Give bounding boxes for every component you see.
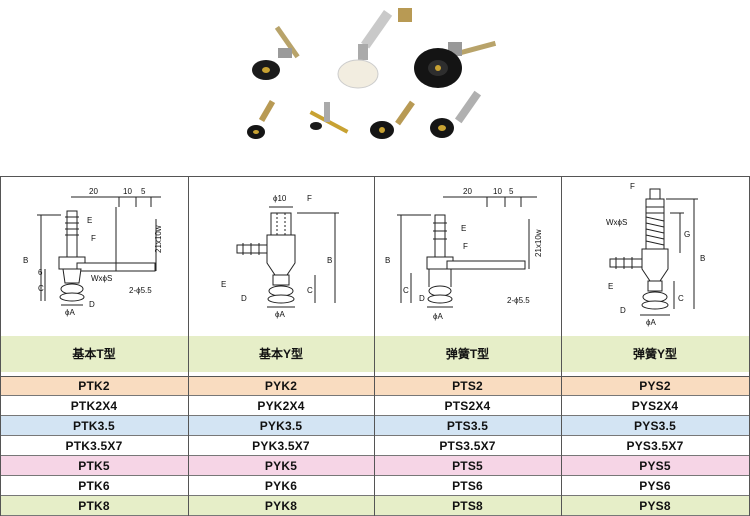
vacuum-pad-black-small xyxy=(252,25,300,80)
svg-text:G: G xyxy=(684,230,690,239)
svg-text:WxϕS: WxϕS xyxy=(91,274,112,283)
table-cell: PYK5 xyxy=(264,459,298,473)
header-basic-y: 基本Y型 xyxy=(258,347,303,361)
table-cell: PTK2X4 xyxy=(70,399,118,413)
svg-text:F: F xyxy=(463,242,468,251)
table-cell: PYK2X4 xyxy=(257,399,305,413)
svg-text:ϕA: ϕA xyxy=(646,318,656,327)
table-cell: PYS8 xyxy=(639,499,671,513)
vacuum-pad-white xyxy=(337,8,412,89)
table-cell: PTS8 xyxy=(452,499,483,513)
table-cell: PYK6 xyxy=(264,479,298,493)
table-header-row: 基本T型 基本Y型 弹簧T型 弹簧Y型 xyxy=(0,336,750,372)
table-cell: PYS3.5X7 xyxy=(626,439,684,453)
svg-text:2-ϕ5.5: 2-ϕ5.5 xyxy=(507,296,530,305)
table-cell: PTK3.5X7 xyxy=(65,439,123,453)
diagram-basic-t: 20 10 5 21x10w B E F 6 C D WxϕS 2-ϕ5.5 ϕ… xyxy=(1,177,188,335)
svg-text:ϕA: ϕA xyxy=(275,310,285,319)
vacuum-pad-bottom-2 xyxy=(309,102,349,134)
table-cell: PYS6 xyxy=(639,479,671,493)
diagram-spring-y: F WxϕS G B E C D ϕA xyxy=(562,177,749,335)
svg-text:20: 20 xyxy=(89,187,98,196)
table-cell: PTS2 xyxy=(452,379,483,393)
table-cell: PTK8 xyxy=(78,499,110,513)
svg-text:B: B xyxy=(385,256,390,265)
svg-text:E: E xyxy=(461,224,466,233)
svg-text:B: B xyxy=(23,256,28,265)
table-cell: PTS3.5X7 xyxy=(439,439,496,453)
table-row: PTK3.5 PYK3.5 PTS3.5 PYS3.5 xyxy=(0,416,750,436)
svg-text:10: 10 xyxy=(493,187,502,196)
svg-text:F: F xyxy=(91,234,96,243)
svg-text:D: D xyxy=(620,306,626,315)
svg-text:E: E xyxy=(608,282,613,291)
svg-text:E: E xyxy=(221,280,226,289)
svg-text:C: C xyxy=(403,286,409,295)
svg-text:5: 5 xyxy=(141,187,146,196)
table-row: PTK2 PYK2 PTS2 PYS2 xyxy=(0,376,750,396)
table-cell: PYK2 xyxy=(264,379,298,393)
svg-text:D: D xyxy=(89,300,95,309)
header-spring-t: 弹簧T型 xyxy=(445,347,490,361)
svg-text:C: C xyxy=(307,286,313,295)
svg-text:F: F xyxy=(307,194,312,203)
table-row: PTK5 PYK5 PTS5 PYS5 xyxy=(0,456,750,476)
table-row: PTK8 PYK8 PTS8 PYS8 xyxy=(0,496,750,516)
svg-text:20: 20 xyxy=(463,187,472,196)
svg-text:6: 6 xyxy=(38,268,43,277)
diagram-spring-t: 20 10 5 21x10w B E F C D 2-ϕ5.5 ϕA xyxy=(375,177,561,335)
vacuum-pad-bottom-4 xyxy=(430,90,482,138)
svg-text:21x10w: 21x10w xyxy=(534,229,543,257)
svg-text:D: D xyxy=(419,294,425,303)
svg-text:C: C xyxy=(678,294,684,303)
svg-text:C: C xyxy=(38,284,44,293)
svg-text:21x10w: 21x10w xyxy=(154,225,163,253)
table-cell: PYK3.5 xyxy=(259,419,303,433)
vacuum-pad-black-large xyxy=(414,40,497,88)
table-cell: PTS2X4 xyxy=(444,399,491,413)
table-cell: PYK3.5X7 xyxy=(252,439,310,453)
table-cell: PTS3.5 xyxy=(446,419,489,433)
svg-text:ϕA: ϕA xyxy=(433,312,443,321)
svg-text:ϕ10: ϕ10 xyxy=(273,194,287,203)
vacuum-pad-bottom-1 xyxy=(247,99,276,139)
svg-text:D: D xyxy=(241,294,247,303)
table-cell: PTS6 xyxy=(452,479,483,493)
table-cell: PYK8 xyxy=(264,499,298,513)
product-table: 20 10 5 21x10w B E F 6 C D WxϕS 2-ϕ5.5 ϕ… xyxy=(0,176,750,516)
header-basic-t: 基本T型 xyxy=(72,347,116,361)
diagram-basic-y: ϕ10 F B E D C ϕA xyxy=(189,177,374,335)
header-spring-y: 弹簧Y型 xyxy=(632,347,677,361)
table-row: PTK6 PYK6 PTS6 PYS6 xyxy=(0,476,750,496)
svg-text:5: 5 xyxy=(509,187,514,196)
svg-text:2-ϕ5.5: 2-ϕ5.5 xyxy=(129,286,152,295)
table-cell: PTK3.5 xyxy=(73,419,115,433)
table-cell: PYS5 xyxy=(639,459,671,473)
table-cell: PYS2X4 xyxy=(631,399,679,413)
table-row: PTK2X4 PYK2X4 PTS2X4 PYS2X4 xyxy=(0,396,750,416)
table-cell: PYS3.5 xyxy=(634,419,676,433)
svg-text:B: B xyxy=(700,254,705,263)
product-photo xyxy=(238,4,516,156)
table-cell: PYS2 xyxy=(639,379,671,393)
table-cell: PTK5 xyxy=(78,459,110,473)
svg-text:ϕA: ϕA xyxy=(65,308,75,317)
table-cell: PTK6 xyxy=(78,479,110,493)
table-row: PTK3.5X7 PYK3.5X7 PTS3.5X7 PYS3.5X7 xyxy=(0,436,750,456)
svg-text:B: B xyxy=(327,256,332,265)
svg-text:E: E xyxy=(87,216,92,225)
svg-text:F: F xyxy=(630,182,635,191)
svg-text:WxϕS: WxϕS xyxy=(606,218,627,227)
table-cell: PTK2 xyxy=(78,379,110,393)
svg-text:10: 10 xyxy=(123,187,132,196)
table-cell: PTS5 xyxy=(452,459,483,473)
vacuum-pad-bottom-3 xyxy=(370,100,415,139)
